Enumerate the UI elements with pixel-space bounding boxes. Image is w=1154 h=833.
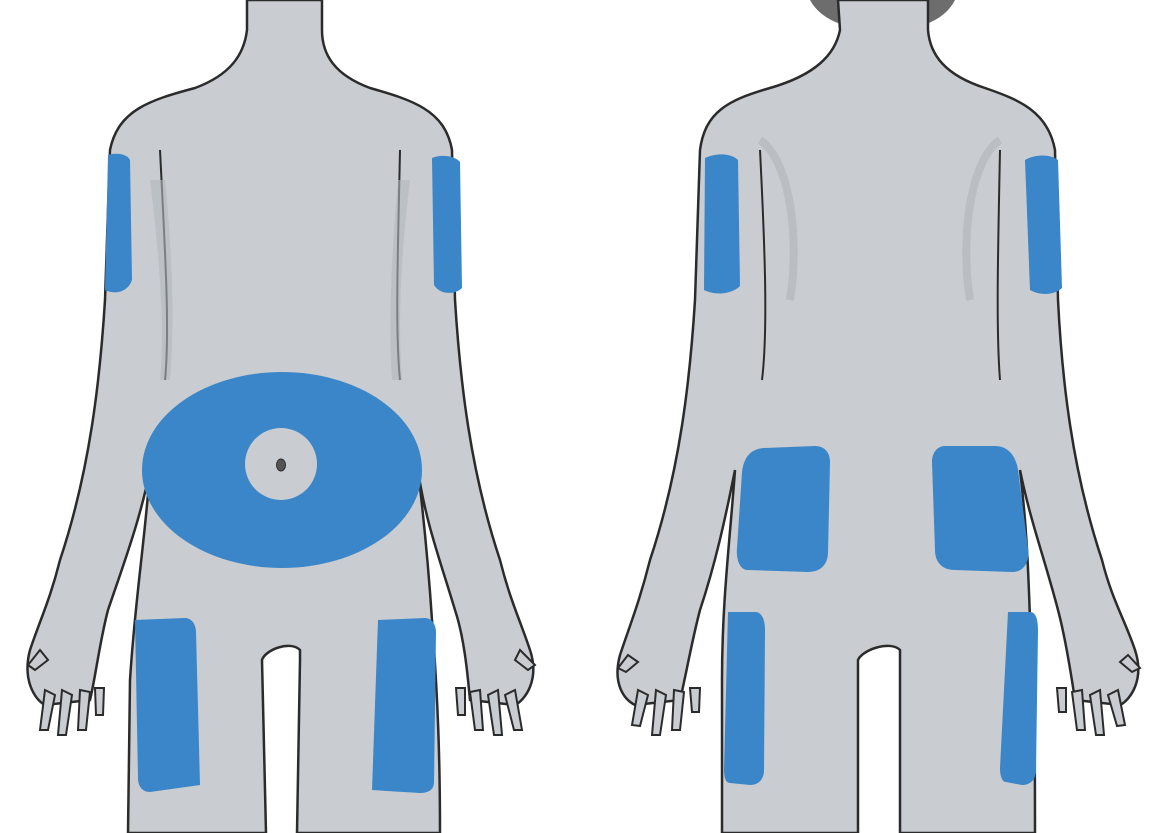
back-site-buttock-right (932, 446, 1028, 572)
front-site-upper-arm-left (105, 154, 132, 293)
back-site-upper-arm-right (1025, 156, 1062, 294)
navel (277, 459, 286, 471)
back-site-buttock-left (737, 446, 830, 572)
back-body-figure (618, 0, 1140, 833)
front-site-thigh-left (135, 618, 200, 792)
back-site-upper-arm-left (704, 154, 740, 293)
back-site-thigh-left (724, 612, 765, 785)
front-site-thigh-right (372, 618, 436, 793)
front-body-figure (28, 0, 535, 833)
front-site-upper-arm-right (432, 156, 462, 293)
